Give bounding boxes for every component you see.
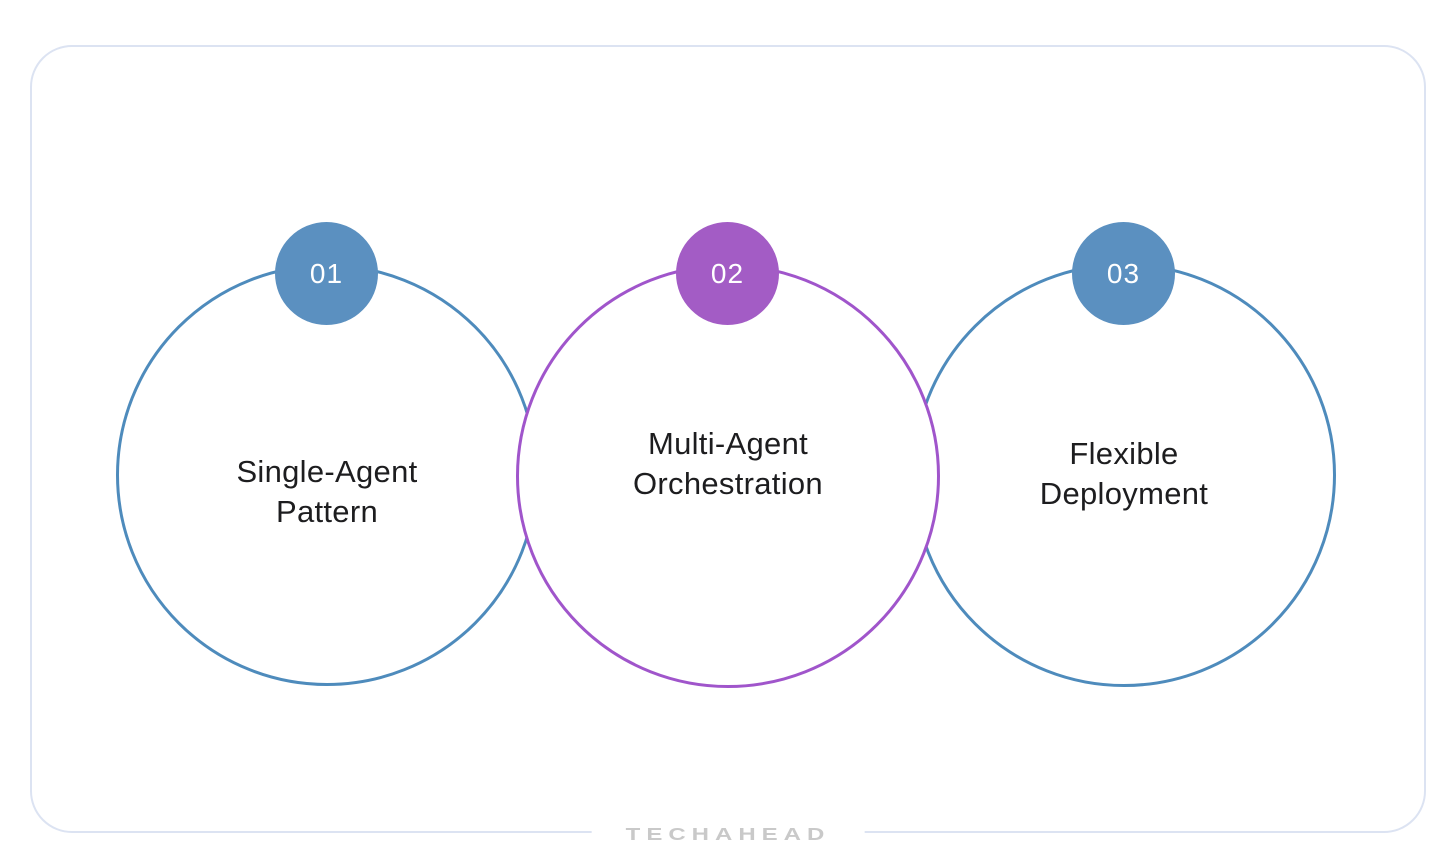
step-3-label-line-1: Flexible <box>1069 436 1179 471</box>
step-1-circle <box>116 264 538 686</box>
step-2-circle <box>516 264 940 688</box>
step-3-label: Flexible Deployment <box>912 434 1336 514</box>
step-2-label: Multi-Agent Orchestration <box>516 424 940 504</box>
step-1-number-badge: 01 <box>275 222 378 325</box>
brand-logo: TECHAHEAD <box>591 815 865 855</box>
step-1-label-line-1: Single-Agent <box>236 454 418 489</box>
step-3-label-line-2: Deployment <box>1039 476 1209 511</box>
step-1-number: 01 <box>309 257 344 289</box>
step-2-number-badge: 02 <box>676 222 779 325</box>
step-3-number: 03 <box>1106 257 1141 289</box>
step-1-label: Single-Agent Pattern <box>117 452 537 532</box>
brand-logo-text: TECHAHEAD <box>625 824 831 845</box>
step-1-label-line-2: Pattern <box>275 494 379 529</box>
step-3-number-badge: 03 <box>1072 222 1175 325</box>
step-2-number: 02 <box>710 257 745 289</box>
step-2-label-line-2: Orchestration <box>633 466 823 501</box>
step-3-circle <box>912 263 1336 687</box>
step-2-label-line-1: Multi-Agent <box>647 426 809 461</box>
